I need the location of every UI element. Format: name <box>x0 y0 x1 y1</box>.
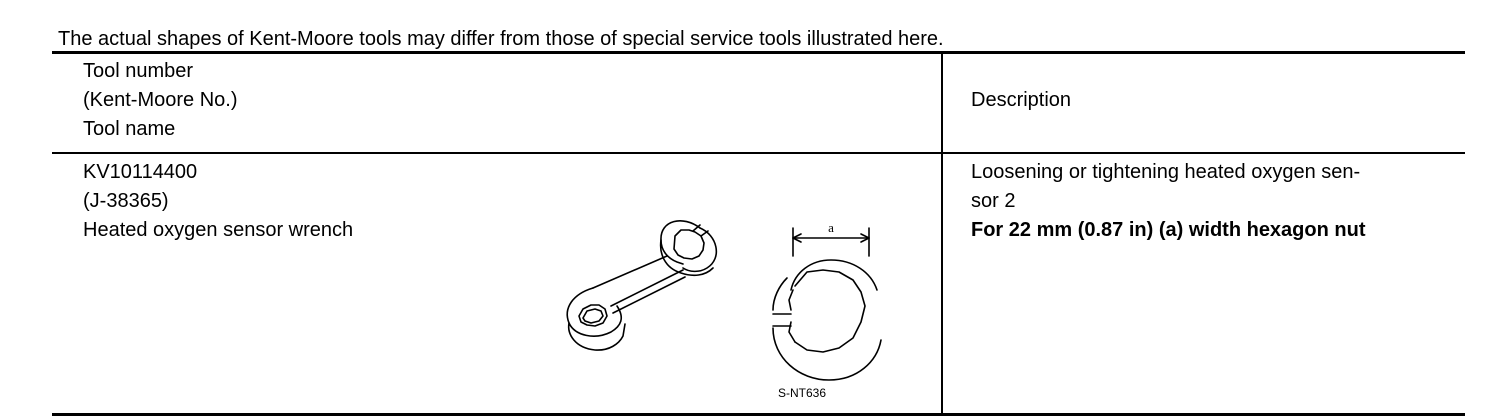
wrench-illustration: a <box>566 220 882 381</box>
kent-moore-number: (J-38365) <box>83 190 169 212</box>
header-kent-moore-no: (Kent-Moore No.) <box>83 89 238 111</box>
description-line-2: sor 2 <box>971 190 1016 212</box>
tool-shape-note: The actual shapes of Kent-Moore tools ma… <box>58 28 944 50</box>
table-top-border <box>52 51 1465 54</box>
tool-number: KV10114400 <box>83 161 198 183</box>
illustration-code: S-NT636 <box>778 386 827 400</box>
table-row: KV10114400 (J-38365) Heated oxygen senso… <box>83 158 353 245</box>
wrench-drawing <box>566 220 718 351</box>
column-divider <box>941 54 943 415</box>
ring-section-drawing <box>772 259 882 381</box>
dimension-label-a: a <box>828 220 834 235</box>
tool-description: Loosening or tightening heated oxygen se… <box>971 158 1365 245</box>
header-tool-number: Tool number <box>83 60 194 82</box>
header-divider <box>52 152 1465 154</box>
table-bottom-border <box>52 413 1465 416</box>
description-line-1: Loosening or tightening heated oxygen se… <box>971 161 1361 183</box>
tool-name: Heated oxygen sensor wrench <box>83 219 354 241</box>
dimension-a-drawing <box>792 227 870 257</box>
header-tool-column: Tool number (Kent-Moore No.) Tool name <box>83 57 238 144</box>
header-description: Description <box>971 89 1072 111</box>
header-tool-name: Tool name <box>83 118 176 140</box>
description-spec: For 22 mm (0.87 in) (a) width hexagon nu… <box>971 219 1366 241</box>
